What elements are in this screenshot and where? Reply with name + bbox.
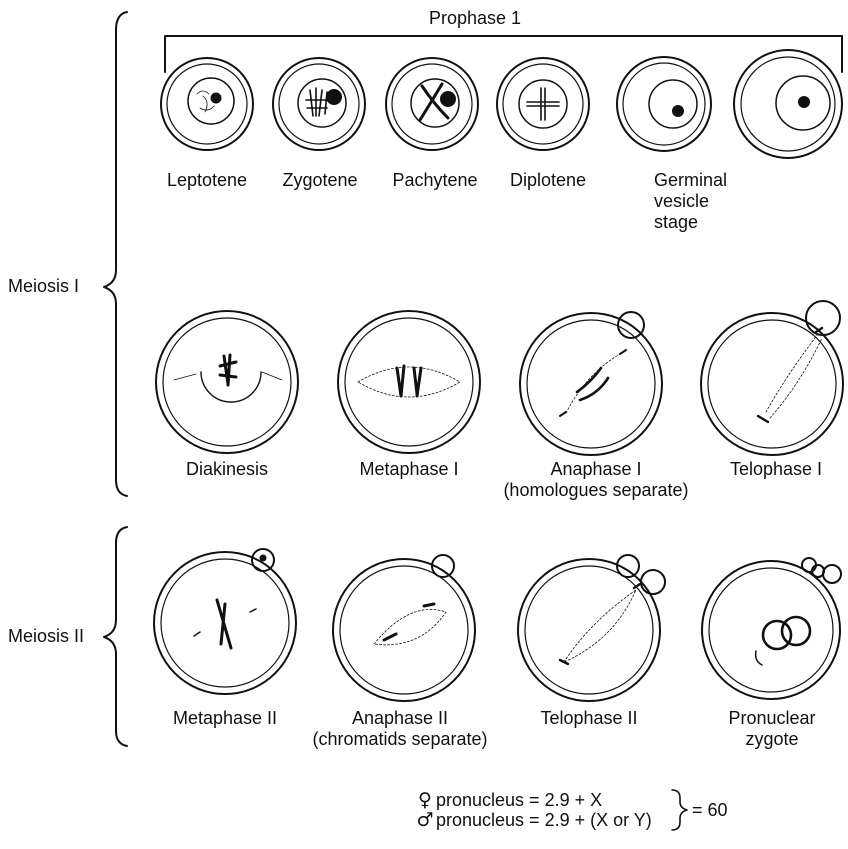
cell-telophase-1 [700, 300, 844, 456]
germinal-line-3: stage [654, 212, 699, 232]
cell-anaphase-2 [332, 554, 476, 702]
meiosis1-label: Meiosis I [8, 276, 80, 296]
cell-telophase-2 [517, 554, 666, 702]
formula-brace [671, 789, 688, 831]
cell-germinal-vesicle-1 [616, 56, 712, 152]
stage-label-metaphase-2: Metaphase II [172, 708, 278, 728]
formula-total: = 60 [692, 800, 728, 820]
germinal-line-2: vesicle [654, 191, 710, 211]
cell-pronuclear-zygote [701, 557, 842, 700]
pronuclear-line-2: zygote [745, 729, 799, 749]
meiosis2-brace [103, 526, 128, 747]
cell-metaphase-1 [337, 310, 481, 454]
female-pronucleus-formula: ♀pronucleus = 2.9 + X [414, 791, 602, 810]
cell-diakinesis [155, 310, 299, 454]
meiosis2-label: Meiosis II [8, 626, 85, 646]
stage-label-pronuclear-zygote: Pronuclear zygote [716, 708, 828, 750]
cell-metaphase-2 [153, 548, 297, 695]
stage-label-germinal-vesicle: Germinal vesicle stage [654, 170, 764, 233]
cell-pachytene [385, 57, 479, 151]
stage-label-pachytene: Pachytene [392, 170, 478, 190]
stage-label-telophase-2: Telophase II [540, 708, 638, 728]
male-pronucleus-formula: ♂pronucleus = 2.9 + (X or Y) [414, 809, 652, 831]
cell-zygotene [272, 57, 366, 151]
stage-label-zygotene: Zygotene [282, 170, 358, 190]
stage-label-telophase-1: Telophase I [729, 459, 823, 479]
prophase-bracket [164, 35, 843, 73]
stage-label-metaphase-1: Metaphase I [359, 459, 459, 479]
stage-label-diplotene: Diplotene [509, 170, 587, 190]
meiosis1-brace [103, 11, 128, 497]
stage-label-diakinesis: Diakinesis [185, 459, 269, 479]
cell-diplotene [496, 57, 590, 151]
female-formula-text: pronucleus = 2.9 + X [436, 790, 603, 810]
anaphase1-line-1: Anaphase I [550, 459, 642, 479]
anaphase2-line-1: Anaphase II [351, 708, 449, 728]
female-symbol-icon: ♀ [418, 789, 432, 811]
anaphase1-line-2: (homologues separate) [503, 480, 689, 500]
prophase-label: Prophase 1 [428, 8, 522, 28]
stage-label-anaphase-1: Anaphase I (homologues separate) [496, 459, 696, 501]
male-formula-text: pronucleus = 2.9 + (X or Y) [436, 810, 652, 830]
cell-anaphase-1 [519, 311, 663, 456]
germinal-line-1: Germinal [654, 170, 728, 190]
cell-germinal-vesicle-2 [733, 49, 843, 159]
male-symbol-icon: ♂ [416, 809, 434, 831]
anaphase2-line-2: (chromatids separate) [312, 729, 488, 749]
stage-label-leptotene: Leptotene [166, 170, 248, 190]
stage-label-anaphase-2: Anaphase II (chromatids separate) [300, 708, 500, 750]
cell-leptotene [160, 57, 254, 151]
pronuclear-line-1: Pronuclear [728, 708, 816, 728]
